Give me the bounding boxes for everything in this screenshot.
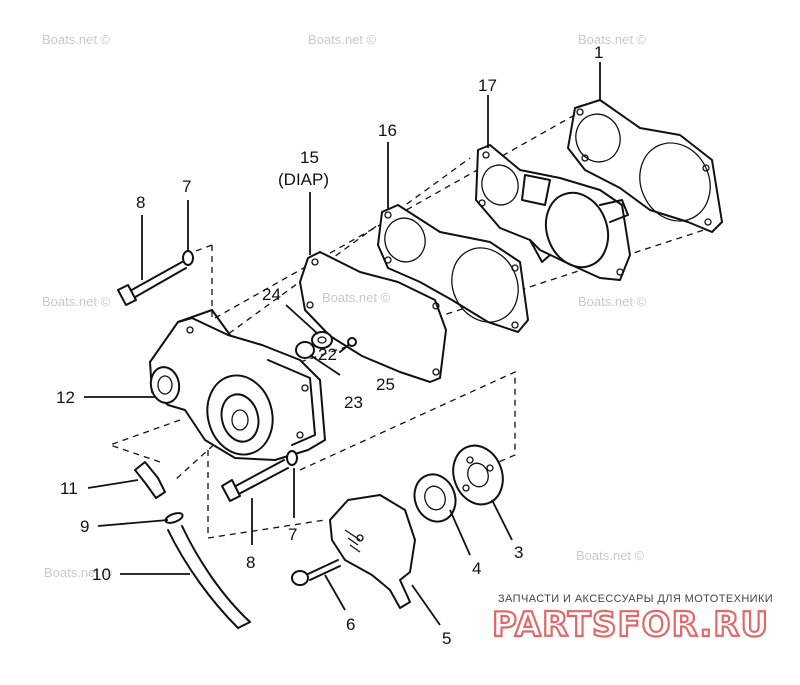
fitting-part-11 — [134, 461, 166, 499]
washer-part-7-top — [182, 250, 194, 266]
callout-4: 4 — [472, 559, 481, 578]
watermark: Boats.net © — [42, 32, 111, 47]
callout-10: 10 — [92, 565, 111, 584]
watermark: Boats.net © — [308, 32, 377, 47]
brand-logo: ЗАПЧАСТИ И АКСЕССУАРЫ ДЛЯ МОТОТЕХНИКИ PA… — [491, 593, 773, 646]
callout-16: 16 — [378, 121, 397, 140]
callout-6: 6 — [346, 615, 355, 634]
callout-5: 5 — [442, 629, 451, 648]
callout-7-bottom: 7 — [288, 525, 297, 544]
callout-15-note: (DIAP) — [278, 170, 329, 189]
callout-25: 25 — [376, 375, 395, 394]
brand-logo-text: PARTSFOR.RU — [492, 605, 769, 645]
gasket-part-1 — [567, 99, 723, 233]
valve-plate-part-3 — [452, 444, 504, 506]
callout-8-bottom: 8 — [246, 553, 255, 572]
watermark: Boats.net © — [576, 548, 645, 563]
valve-part-22 — [295, 341, 315, 359]
callout-3: 3 — [514, 543, 523, 562]
check-valve-parts — [295, 331, 357, 359]
callout-24: 24 — [262, 285, 281, 304]
pump-housing-part-12 — [149, 309, 326, 461]
cover-part-5 — [329, 494, 416, 609]
hose-part-10 — [167, 525, 251, 629]
callout-9: 9 — [80, 517, 89, 536]
watermark: Boats.net © — [578, 32, 647, 47]
callout-11: 11 — [60, 479, 78, 498]
brand-tagline: ЗАПЧАСТИ И АКСЕССУАРЫ ДЛЯ МОТОТЕХНИКИ — [498, 593, 773, 605]
bolt-part-8-top — [117, 261, 187, 306]
callout-labels: 1 17 16 15 (DIAP) 7 8 24 22 23 25 12 11 … — [56, 43, 603, 648]
callout-15: 15 — [300, 148, 319, 167]
bolt-part-8-bottom — [221, 459, 289, 502]
callout-1: 1 — [594, 43, 603, 62]
watermark: Boats.net © — [44, 565, 113, 580]
gasket-ring-part-4 — [413, 473, 457, 523]
callout-12: 12 — [56, 388, 75, 407]
diaphragm-part-15: Boats.net © — [299, 251, 447, 383]
leader-lines — [84, 62, 601, 626]
watermark: Boats.net © — [42, 294, 111, 309]
watermark: Boats.net © — [322, 290, 391, 305]
gasket-part-16 — [377, 204, 529, 333]
clamp-part-9 — [164, 512, 184, 524]
callout-7-top: 7 — [182, 177, 191, 196]
watermark: Boats.net © — [578, 294, 647, 309]
screw-part-6 — [291, 559, 341, 586]
callout-17: 17 — [478, 76, 497, 95]
pump-body-part-17 — [475, 144, 631, 281]
callout-22: 22 — [318, 345, 337, 364]
callout-23: 23 — [344, 393, 363, 412]
valve-washer-part-24 — [311, 331, 333, 349]
watermarks: Boats.net © Boats.net © Boats.net © Boat… — [42, 32, 647, 580]
washer-part-7-bottom — [286, 450, 298, 466]
callout-8-top: 8 — [136, 193, 145, 212]
